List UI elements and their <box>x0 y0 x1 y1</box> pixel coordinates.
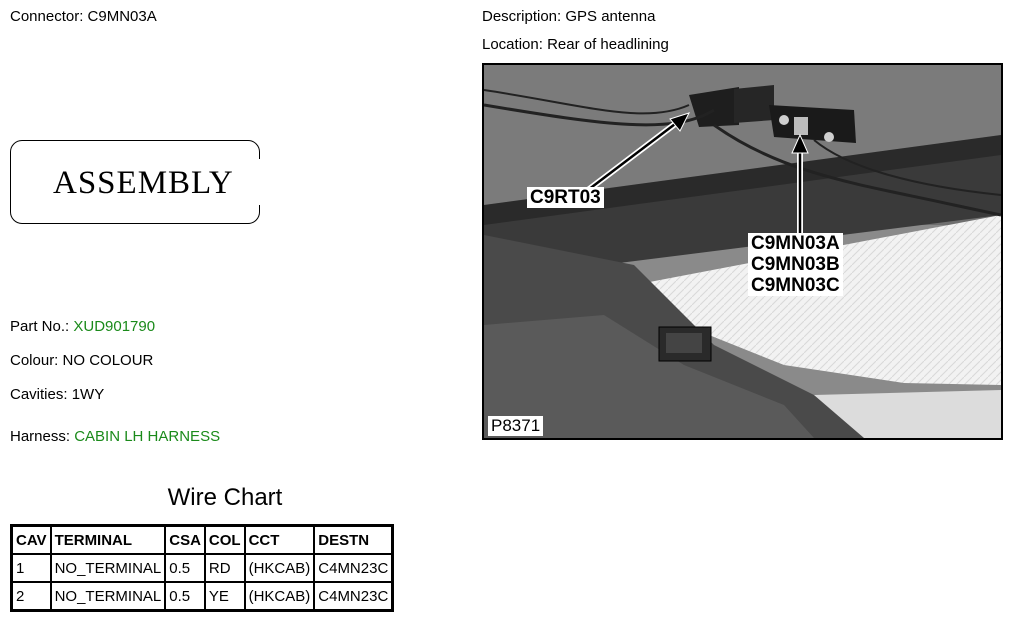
cell-col: YE <box>203 581 246 612</box>
connector-value: C9MN03A <box>87 8 157 25</box>
location-line: Location: Rear of headlining <box>482 36 669 53</box>
description-value: GPS antenna <box>565 8 656 25</box>
wire-chart-title: Wire Chart <box>167 484 283 511</box>
harness-line: Harness: CABIN LH HARNESS <box>10 428 220 445</box>
cavities-line: Cavities: 1WY <box>10 386 104 403</box>
cell-terminal: NO_TERMINAL <box>49 553 167 583</box>
callout-c9mn03c: C9MN03C <box>751 275 840 296</box>
harness-label: Harness: <box>10 428 71 445</box>
harness-link[interactable]: CABIN LH HARNESS <box>74 428 221 445</box>
cell-cav: 2 <box>10 581 52 612</box>
description-line: Description: GPS antenna <box>482 8 655 25</box>
cavities-value: 1WY <box>71 386 105 403</box>
colour-label: Colour: <box>10 352 59 369</box>
cell-csa: 0.5 <box>164 553 206 583</box>
location-photo: C9RT03 C9MN03A C9MN03B C9MN03C P8371 <box>482 63 1003 440</box>
header-col: COL <box>203 524 246 555</box>
assembly-label: ASSEMBLY <box>53 165 234 201</box>
connector-label: Connector: <box>10 8 84 25</box>
connector-line: Connector: C9MN03A <box>10 8 157 25</box>
callout-c9mn03a: C9MN03A <box>751 233 840 254</box>
assembly-box: ASSEMBLY <box>10 140 261 224</box>
colour-line: Colour: NO COLOUR <box>10 352 153 369</box>
callout-c9rt03: C9RT03 <box>527 187 604 208</box>
location-value: Rear of headlining <box>547 36 669 53</box>
cell-destn: C4MN23C <box>313 581 394 612</box>
location-label: Location: <box>482 36 543 53</box>
part-no-label: Part No.: <box>10 318 70 335</box>
table-row: 2 NO_TERMINAL 0.5 YE (HKCAB) C4MN23C <box>10 581 394 612</box>
description-label: Description: <box>482 8 562 25</box>
header-csa: CSA <box>164 524 206 555</box>
callout-c9mn03: C9MN03A C9MN03B C9MN03C <box>748 233 843 296</box>
header-cav: CAV <box>10 524 52 555</box>
callout-c9mn03b: C9MN03B <box>751 254 840 275</box>
cell-terminal: NO_TERMINAL <box>49 581 167 612</box>
figure-id: P8371 <box>488 416 544 436</box>
wire-chart-header-row: CAV TERMINAL CSA COL CCT DESTN <box>10 524 394 555</box>
header-terminal: TERMINAL <box>49 524 167 555</box>
cavities-label: Cavities: <box>10 386 68 403</box>
cell-cct: (HKCAB) <box>243 581 316 612</box>
header-destn: DESTN <box>313 524 394 555</box>
part-no-line: Part No.: XUD901790 <box>10 318 155 335</box>
cell-csa: 0.5 <box>164 581 206 612</box>
table-row: 1 NO_TERMINAL 0.5 RD (HKCAB) C4MN23C <box>10 553 394 583</box>
cell-cct: (HKCAB) <box>243 553 316 583</box>
location-photo-drawing <box>484 65 1001 438</box>
cell-cav: 1 <box>10 553 52 583</box>
part-no-link[interactable]: XUD901790 <box>73 318 156 335</box>
cell-col: RD <box>203 553 246 583</box>
header-cct: CCT <box>243 524 316 555</box>
cell-destn: C4MN23C <box>313 553 394 583</box>
colour-value: NO COLOUR <box>62 352 154 369</box>
wire-chart-table: CAV TERMINAL CSA COL CCT DESTN 1 NO_TERM… <box>10 524 395 612</box>
